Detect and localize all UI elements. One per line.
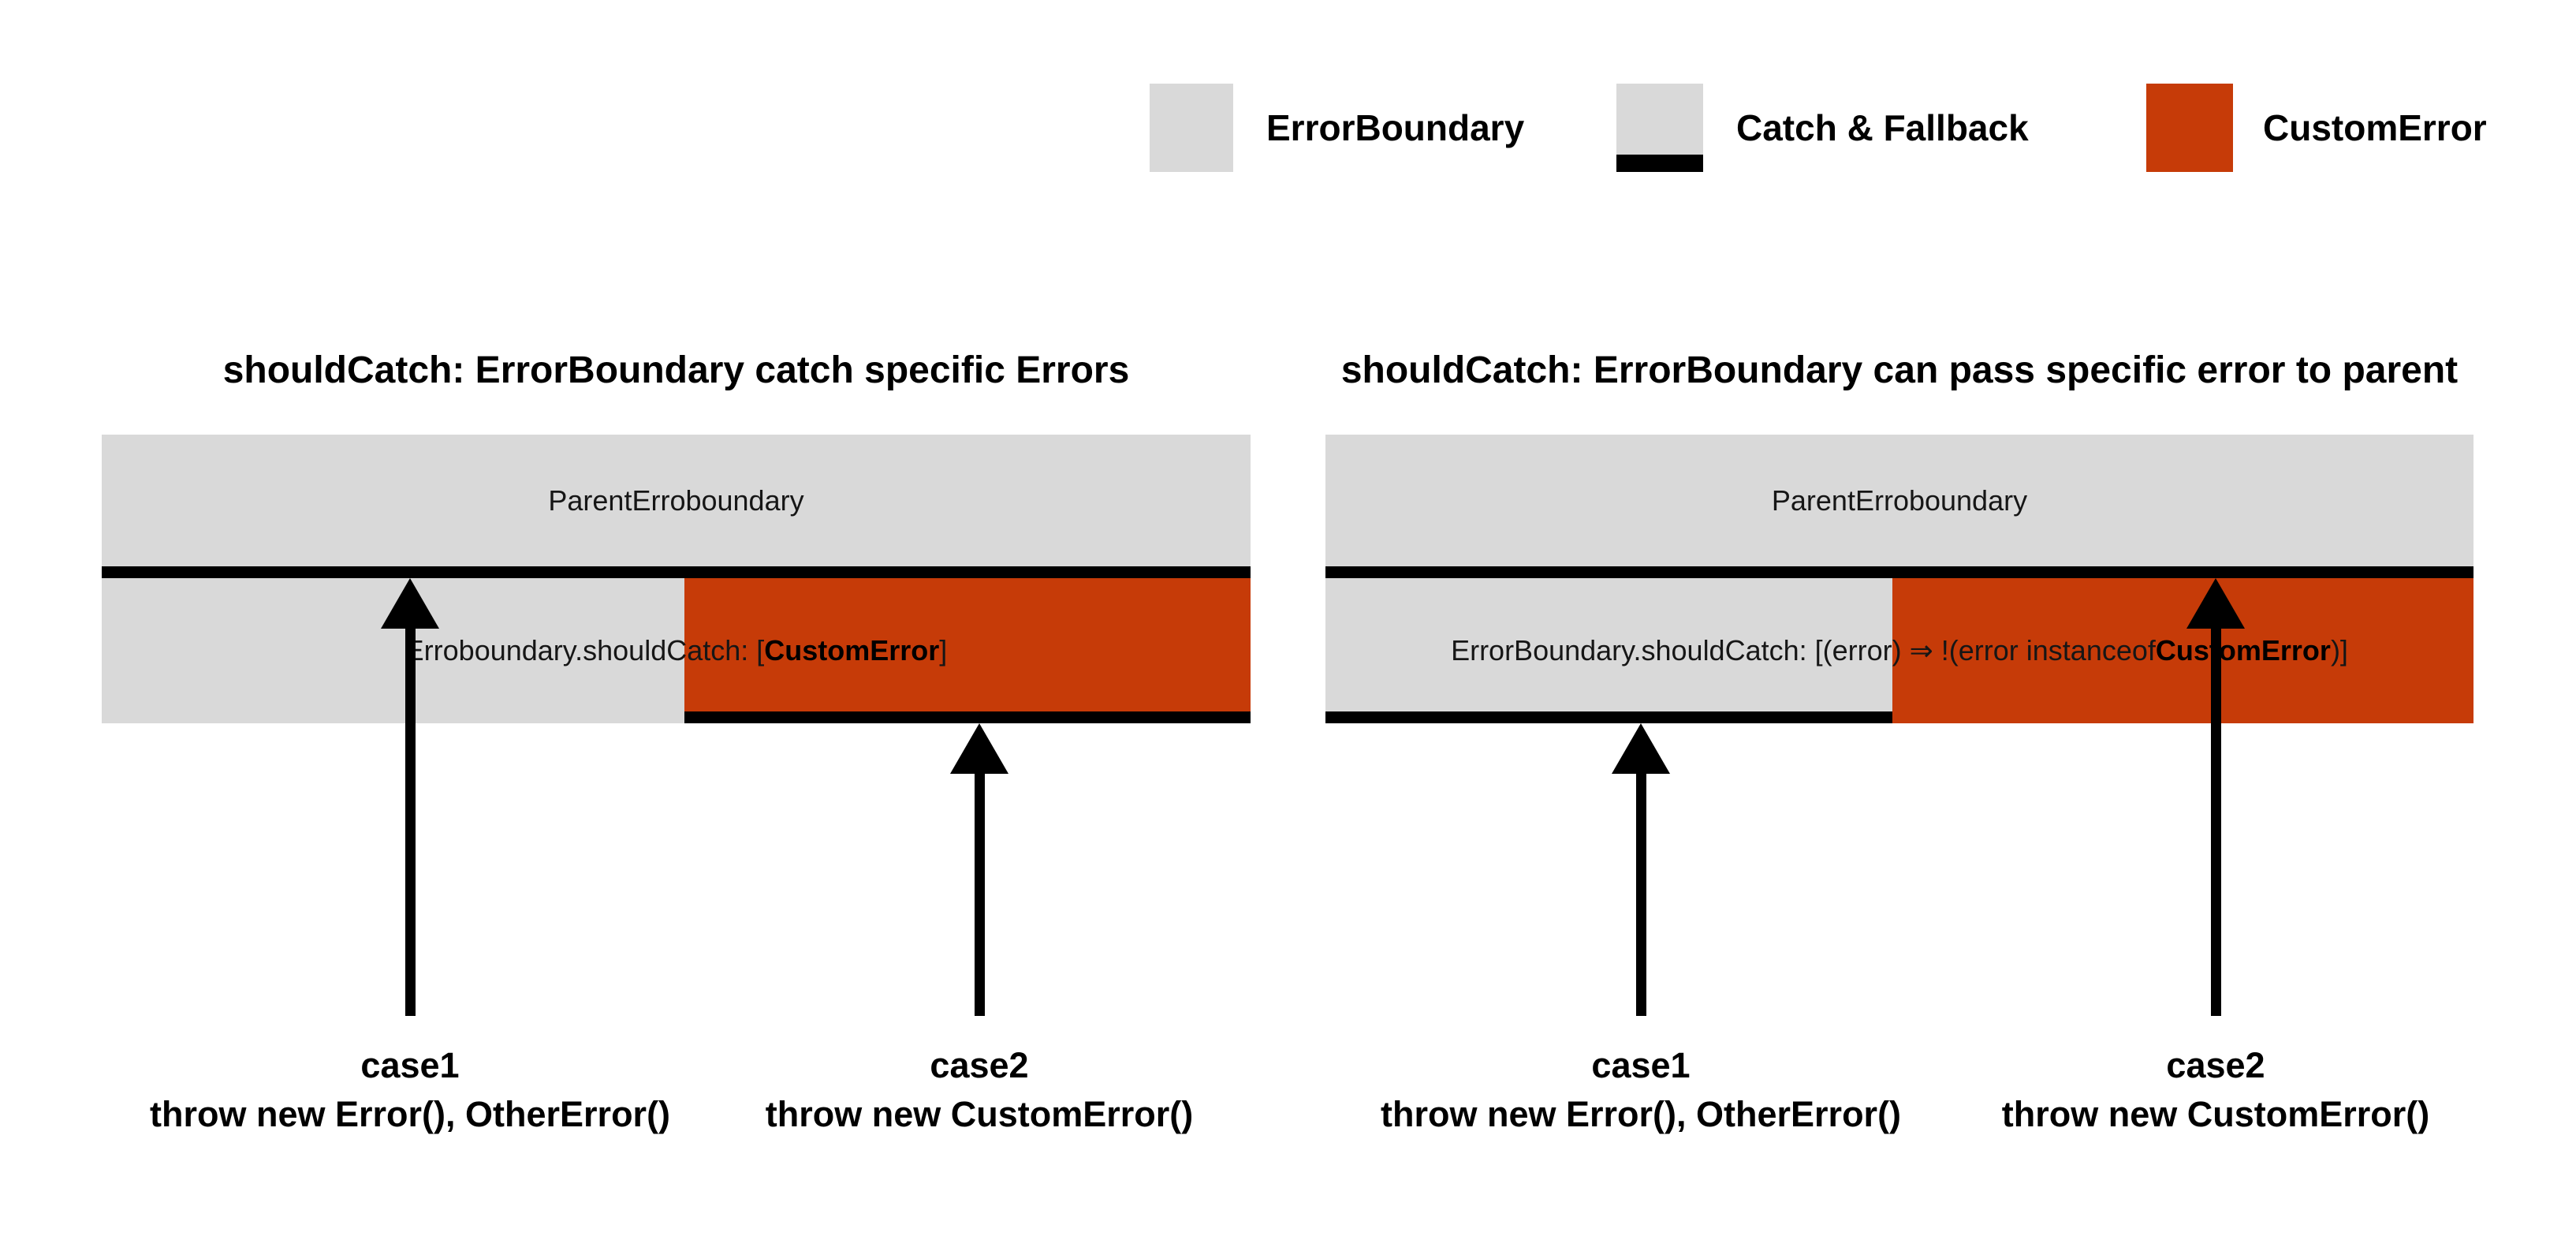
case2-arrow-shaft: [2211, 625, 2221, 1016]
case2-arrow-shaft: [975, 771, 985, 1016]
case1-name: case1: [1591, 1045, 1691, 1085]
expression-after: )]: [2330, 634, 2348, 667]
legend-swatch-catch-fallback: [1616, 84, 1703, 172]
catch-segment: [684, 578, 1251, 723]
case2-name: case2: [930, 1045, 1029, 1085]
panel-pass-error-to-parent: shouldCatch: ErrorBoundary can pass spec…: [1325, 347, 2473, 1236]
legend-swatch-customerror: [2146, 84, 2233, 172]
case2-name: case2: [2166, 1045, 2265, 1085]
case1-label: case1 throw new Error(), OtherError(): [1381, 1041, 1901, 1139]
case2-label: case2 throw new CustomError(): [1955, 1041, 2476, 1139]
parent-catch-divider: [1325, 566, 2473, 578]
case2-code: throw new CustomError(): [2001, 1094, 2430, 1134]
pass-segment: [1892, 578, 2473, 723]
case1-arrow-shaft: [405, 625, 416, 1016]
case1-code: throw new Error(), OtherError(): [150, 1094, 671, 1134]
shouldcatch-expression: ErrorBoundary.shouldCatch: [(error) ⇒ !(…: [1325, 578, 2473, 723]
child-errorboundary-row: Erroboundary.shouldCatch: [CustomError]: [102, 578, 1251, 723]
legend-swatch-errorboundary: [1150, 84, 1233, 172]
expression-before: ErrorBoundary.shouldCatch: [(error) ⇒ !(…: [1451, 634, 2156, 667]
legend-label-catch-fallback: Catch & Fallback: [1736, 107, 2029, 148]
parent-catch-divider: [102, 566, 1251, 578]
expression-after: ]: [939, 634, 948, 667]
catch-segment: [1325, 578, 1892, 723]
parent-errorboundary-label: ParentErroboundary: [1771, 484, 2028, 517]
expression-bold: CustomError: [2155, 634, 2331, 667]
case2-label: case2 throw new CustomError(): [719, 1041, 1240, 1139]
case1-label: case1 throw new Error(), OtherError(): [150, 1041, 670, 1139]
case2-code: throw new CustomError(): [765, 1094, 1194, 1134]
case1-name: case1: [360, 1045, 460, 1085]
parent-errorboundary-label: ParentErroboundary: [548, 484, 804, 517]
panel-title: shouldCatch: ErrorBoundary catch specifi…: [222, 349, 1130, 391]
parent-errorboundary-bar: ParentErroboundary: [1325, 435, 2473, 566]
panel-catch-specific-errors: shouldCatch: ErrorBoundary catch specifi…: [102, 347, 1251, 1236]
case1-code: throw new Error(), OtherError(): [1381, 1094, 1902, 1134]
case1-arrowhead-icon: [381, 578, 439, 629]
case1-arrow-shaft: [1636, 771, 1646, 1016]
expression-before: Erroboundary.shouldCatch: [: [404, 634, 765, 667]
expression-bold: CustomError: [764, 634, 940, 667]
case1-arrowhead-icon: [1612, 723, 1670, 774]
case2-arrowhead-icon: [950, 723, 1008, 774]
child-errorboundary-row: ErrorBoundary.shouldCatch: [(error) ⇒ !(…: [1325, 578, 2473, 723]
legend-label-errorboundary: ErrorBoundary: [1266, 107, 1525, 148]
legend-label-customerror: CustomError: [2263, 107, 2487, 148]
shouldcatch-expression: Erroboundary.shouldCatch: [CustomError]: [102, 578, 1251, 723]
panel-title: shouldCatch: ErrorBoundary can pass spec…: [1340, 349, 2459, 391]
parent-errorboundary-bar: ParentErroboundary: [102, 435, 1251, 566]
case2-arrowhead-icon: [2186, 578, 2245, 629]
